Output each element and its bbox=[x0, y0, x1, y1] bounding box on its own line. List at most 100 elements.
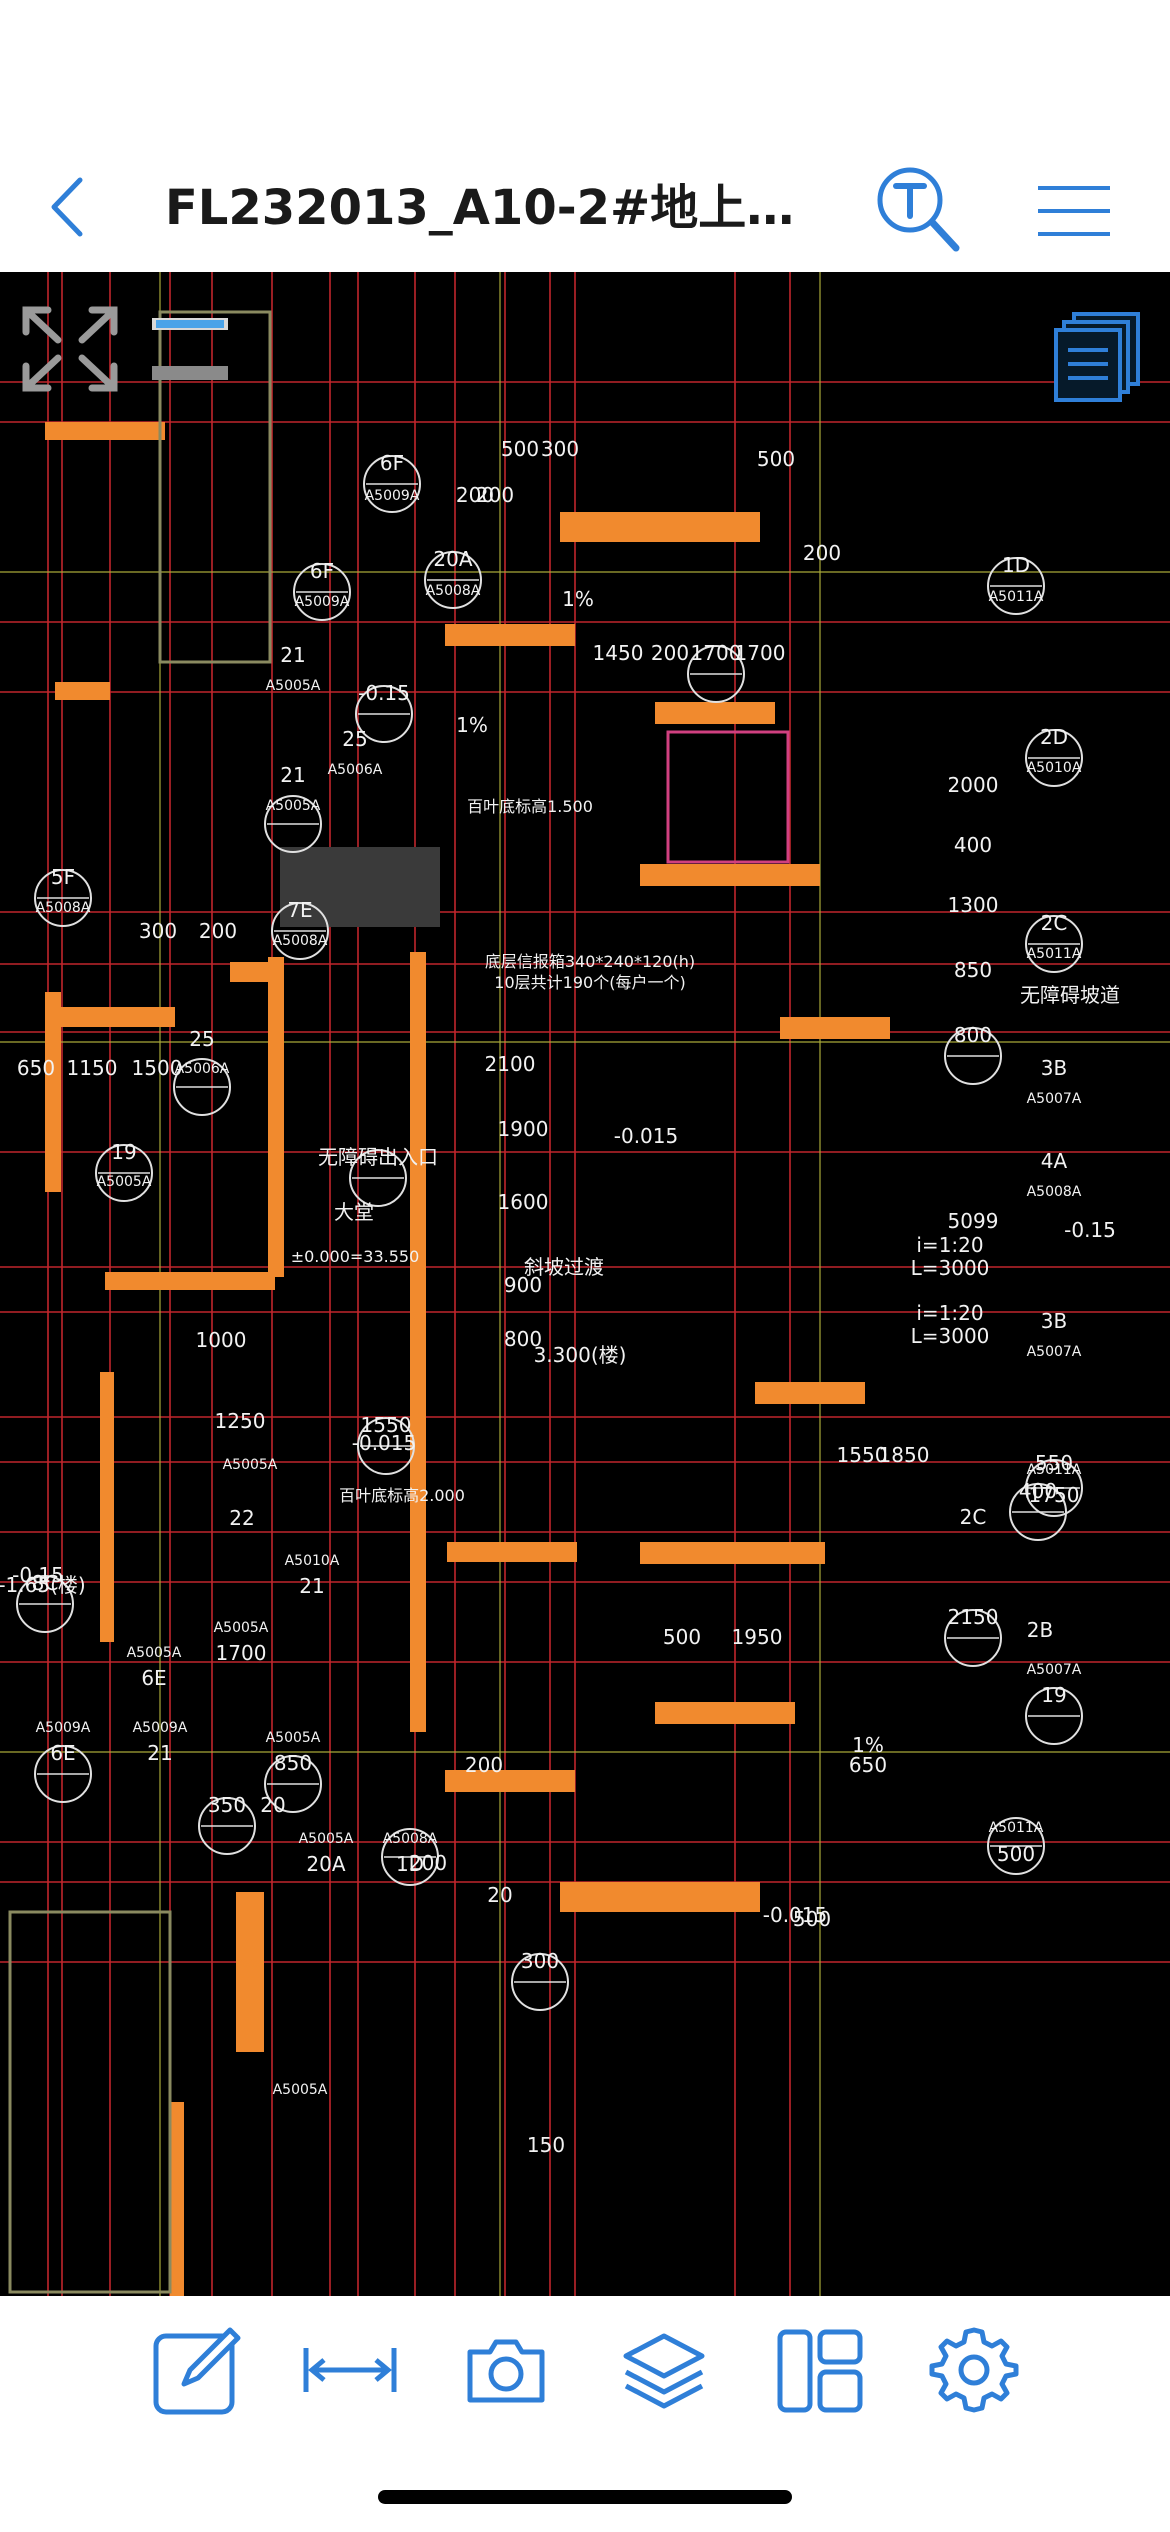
grid-bubble bbox=[264, 795, 322, 853]
drawing-label: 200 bbox=[476, 483, 514, 507]
measure-button[interactable] bbox=[302, 2322, 398, 2418]
wall-segment bbox=[445, 624, 575, 646]
grid-bubble bbox=[424, 551, 482, 609]
wall-segment bbox=[105, 1272, 275, 1290]
grid-bubble bbox=[944, 1027, 1002, 1085]
layout-selector[interactable] bbox=[150, 316, 230, 382]
home-indicator bbox=[378, 2490, 792, 2504]
drawing-label: -0.15 bbox=[1064, 1218, 1116, 1242]
text-search-button[interactable] bbox=[872, 164, 964, 256]
drawing-label: -0.015 bbox=[763, 1903, 827, 1927]
measure-icon bbox=[303, 2348, 397, 2392]
drawing-label: 550 bbox=[1035, 1451, 1073, 1475]
drawing-label: -1.65(楼) bbox=[0, 1573, 86, 1597]
drawing-label: 20 bbox=[487, 1883, 512, 1907]
document-list-button[interactable] bbox=[1052, 310, 1144, 402]
drawing-label: 2000 bbox=[948, 773, 999, 797]
split-view-icon bbox=[777, 2329, 863, 2413]
layers-button[interactable] bbox=[616, 2322, 712, 2418]
drawing-label: 21 bbox=[280, 763, 305, 787]
drawing-label: 2150 bbox=[948, 1605, 999, 1629]
drawing-label: 200 bbox=[465, 1753, 503, 1777]
drawing-label: A5009A bbox=[133, 1720, 188, 1736]
drawing-label: 6F bbox=[310, 559, 334, 583]
drawing-label: 850 bbox=[274, 1751, 312, 1775]
drawing-label: 5099 bbox=[948, 1209, 999, 1233]
drawing-label: i=1:20 bbox=[916, 1301, 983, 1325]
back-button[interactable] bbox=[40, 172, 100, 242]
mailbox-outline bbox=[666, 730, 790, 864]
drawing-label: A5005A bbox=[266, 1730, 321, 1746]
drawing-label: 1D bbox=[396, 1852, 424, 1876]
drawing-label: 650 bbox=[17, 1056, 55, 1080]
drawing-label: 500 bbox=[997, 1842, 1035, 1866]
grid-bubble bbox=[1009, 1483, 1067, 1541]
drawing-label: 6F bbox=[380, 451, 404, 475]
drawing-label: 150 bbox=[527, 2133, 565, 2157]
drawing-label: 500 bbox=[757, 447, 795, 471]
drawing-label: 1% bbox=[852, 1733, 884, 1757]
drawing-label: 8C bbox=[32, 1571, 59, 1595]
drawing-label: A5005A bbox=[223, 1457, 278, 1473]
drawing-label: A5008A bbox=[426, 583, 481, 599]
settings-button[interactable] bbox=[926, 2322, 1022, 2418]
drawing-label: 10层共计190个(每户一个) bbox=[494, 973, 685, 992]
grid-bubble bbox=[987, 557, 1045, 615]
split-view-button[interactable] bbox=[772, 2322, 868, 2418]
drawing-label: A5008A bbox=[383, 1831, 438, 1847]
drawing-label: 1750 bbox=[1029, 1483, 1080, 1507]
drawing-label: 1500 bbox=[132, 1056, 183, 1080]
menu-button[interactable] bbox=[1034, 176, 1114, 246]
drawing-label: A5007A bbox=[1027, 1091, 1082, 1107]
grid-bubble bbox=[381, 1828, 439, 1886]
drawing-label: A5008A bbox=[273, 933, 328, 949]
drawing-label: 19 bbox=[111, 1140, 136, 1164]
drawing-label: A5005A bbox=[299, 1831, 354, 1847]
drawing-label: 2C bbox=[960, 1505, 987, 1529]
drawing-label: 无障碍出入口 bbox=[318, 1145, 438, 1169]
drawing-label: A5010A bbox=[1027, 760, 1082, 776]
drawing-label: 200 bbox=[456, 483, 494, 507]
drawing-label: A5010A bbox=[285, 1553, 340, 1569]
wall-segment bbox=[640, 864, 820, 886]
wall-segment bbox=[780, 1017, 890, 1039]
drawing-label: A5008A bbox=[36, 900, 91, 916]
drawing-label: 300 bbox=[139, 919, 177, 943]
wall-segment bbox=[655, 1702, 795, 1724]
drawing-label: 1% bbox=[562, 587, 594, 611]
drawing-label: 300 bbox=[521, 1949, 559, 1973]
drawing-label: 3.300(楼) bbox=[534, 1343, 627, 1367]
wall-segment bbox=[755, 1382, 865, 1404]
camera-button[interactable] bbox=[458, 2322, 554, 2418]
grid-bubble bbox=[173, 1058, 231, 1116]
drawing-label: A5011A bbox=[1027, 1462, 1082, 1478]
edit-button[interactable] bbox=[150, 2322, 246, 2418]
drawing-label: 500 bbox=[501, 437, 539, 461]
drawing-label: A5006A bbox=[175, 1061, 230, 1077]
drawing-label: A5009A bbox=[295, 594, 350, 610]
stair-outline bbox=[8, 1910, 172, 2294]
grid-bubble bbox=[687, 645, 745, 703]
layout-chip-icon bbox=[152, 318, 228, 380]
grid-bubble bbox=[1025, 1687, 1083, 1745]
drawing-label: A5005A bbox=[127, 1645, 182, 1661]
drawing-label: 1550 bbox=[361, 1413, 412, 1437]
drawing-label: 1700 bbox=[735, 641, 786, 665]
drawing-label: 斜坡过渡 bbox=[524, 1255, 604, 1279]
drawing-label: 6E bbox=[50, 1741, 75, 1765]
drawing-label: A5005A bbox=[273, 2082, 328, 2098]
wall-segment bbox=[410, 1312, 426, 1732]
drawing-label: A5007A bbox=[1027, 1662, 1082, 1678]
grid-bubble bbox=[987, 1817, 1045, 1875]
drawing-label: 1700 bbox=[216, 1641, 267, 1665]
drawing-label: 200 bbox=[651, 641, 689, 665]
grid-bubble bbox=[34, 1745, 92, 1803]
wall-segment bbox=[170, 2102, 184, 2296]
fullscreen-toggle[interactable] bbox=[18, 302, 122, 396]
drawing-label: A5011A bbox=[1027, 946, 1082, 962]
bottom-toolbar bbox=[0, 2296, 1170, 2446]
drawing-label: 无障碍坡道 bbox=[1020, 983, 1120, 1007]
drawing-label: 2D bbox=[1040, 725, 1068, 749]
